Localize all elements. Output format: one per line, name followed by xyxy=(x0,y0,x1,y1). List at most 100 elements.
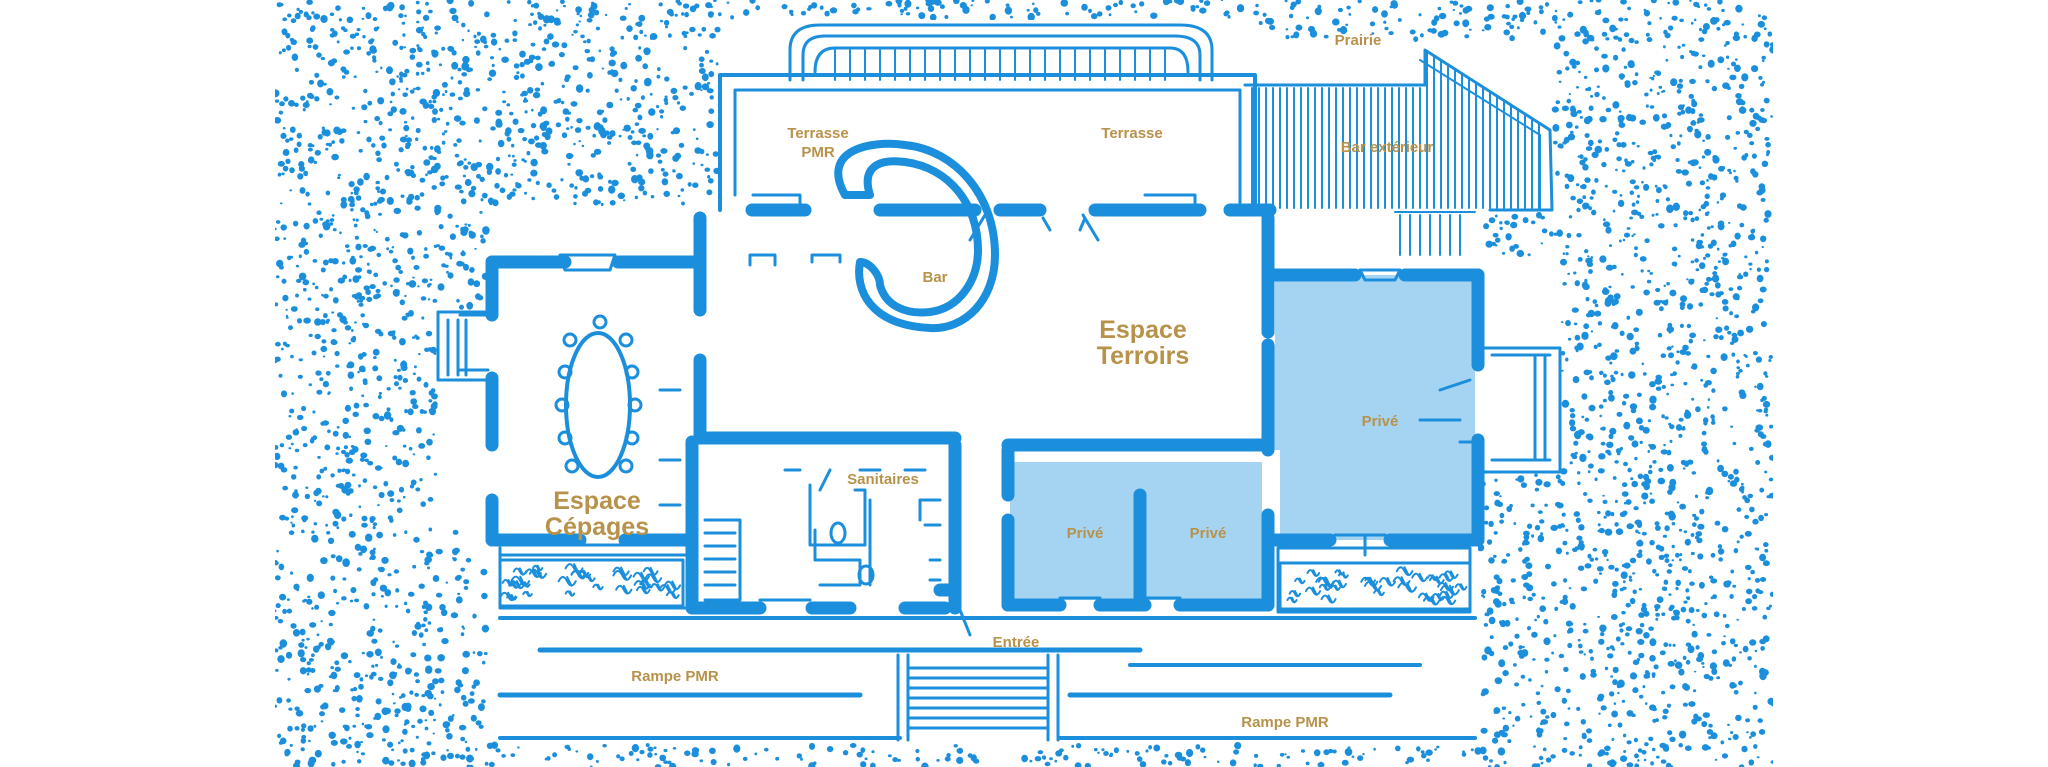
left-balcony[interactable] xyxy=(436,310,492,382)
terrain-dot xyxy=(366,269,371,274)
entrance-stairs[interactable] xyxy=(896,653,1060,742)
terrain-dot xyxy=(1560,468,1568,475)
terrain-dot xyxy=(307,44,312,49)
terrain-dot xyxy=(1113,747,1119,754)
terrain-dot xyxy=(1494,237,1501,243)
interior-stairs[interactable] xyxy=(703,518,742,602)
terrain-dot xyxy=(1621,272,1624,276)
terrain-dot xyxy=(700,89,703,92)
terrain-dot xyxy=(1605,37,1610,41)
terrain-dot xyxy=(434,204,442,212)
terrain-dot xyxy=(313,13,321,20)
building-walls[interactable] xyxy=(485,203,1485,615)
terrain-dot xyxy=(389,417,394,423)
bar-counter[interactable] xyxy=(834,139,999,333)
terrain-dot xyxy=(1526,584,1534,592)
terrain-dot xyxy=(1493,531,1498,535)
terrain-dot xyxy=(1657,477,1666,485)
terrain-dot xyxy=(647,752,653,758)
terrain-dot xyxy=(628,2,632,6)
terrain-dot xyxy=(1622,510,1628,516)
terrain-dot xyxy=(1582,164,1589,171)
terrain-dot xyxy=(915,6,920,10)
terrain-dot xyxy=(289,743,293,747)
terrain-dot xyxy=(357,178,364,186)
terrain-dot xyxy=(1706,354,1711,359)
terrain-dot xyxy=(1727,723,1730,727)
terrain-dot xyxy=(1613,761,1617,765)
terrain-dot xyxy=(1760,646,1765,651)
terrain-dot xyxy=(677,1,682,6)
foliage-mark xyxy=(1363,580,1383,591)
terrain-dot xyxy=(298,358,303,362)
terrain-dot xyxy=(420,501,427,507)
terrain-dot xyxy=(1501,14,1507,19)
conference-table[interactable] xyxy=(554,314,643,479)
terrain-dot xyxy=(1753,744,1758,749)
terrain-dot xyxy=(405,142,412,147)
terrain-dot xyxy=(1754,578,1761,583)
terrain-dot xyxy=(1741,73,1749,82)
terrain-dot xyxy=(553,20,562,26)
terrain-dot xyxy=(561,132,568,139)
terrain-dot xyxy=(1229,759,1237,767)
terrain-dot xyxy=(435,548,443,555)
terrain-dot xyxy=(1704,674,1709,679)
terrain-dot xyxy=(1714,758,1718,761)
terrain-dot xyxy=(524,191,527,195)
terrain-dot xyxy=(1677,254,1681,258)
terrain-dot xyxy=(1153,744,1161,752)
terrain-dot xyxy=(1591,189,1596,195)
terrain-dot xyxy=(348,278,352,283)
terrain-dot xyxy=(1738,764,1745,767)
terrain-dot xyxy=(608,185,616,194)
terrain-dot xyxy=(1345,23,1349,26)
terrain-dot xyxy=(1502,601,1507,607)
terrain-dot xyxy=(275,227,277,231)
terrain-dot xyxy=(512,154,515,158)
terrain-dot xyxy=(842,750,849,756)
terrain-dot xyxy=(378,566,385,573)
terrain-dot xyxy=(1745,325,1754,333)
terrain-dot xyxy=(1755,460,1761,465)
terrain-dot xyxy=(320,15,328,23)
terrain-dot xyxy=(290,354,294,359)
terrain-dot xyxy=(1761,15,1768,21)
terrain-dot xyxy=(409,484,415,489)
terrain-dot xyxy=(1101,748,1105,752)
terrain-dot xyxy=(709,95,714,100)
front-ramps[interactable] xyxy=(497,616,1477,740)
terrain-dot xyxy=(530,4,535,8)
terrain-dot xyxy=(1682,426,1686,429)
terrain-dot xyxy=(1686,597,1690,601)
terrain-dot xyxy=(1470,748,1474,752)
terrain-dot xyxy=(1763,27,1767,31)
terrain-dot xyxy=(422,145,428,151)
terrain-dot xyxy=(1694,258,1699,263)
terrain-dot xyxy=(367,100,373,106)
terrain-dot xyxy=(459,304,464,310)
terrain-dot xyxy=(1584,177,1591,183)
terrain-dot xyxy=(411,116,415,120)
terrain-dot xyxy=(400,360,408,369)
terrain-dot xyxy=(1717,544,1723,549)
terrain-dot xyxy=(707,178,714,184)
terrain-dot xyxy=(1488,616,1496,625)
terrain-dot xyxy=(375,180,381,185)
terrain-dot xyxy=(1096,11,1103,17)
terrain-dot xyxy=(1430,28,1437,34)
terrain-dot xyxy=(354,32,359,37)
terrain-dot xyxy=(936,759,940,762)
right-balcony[interactable] xyxy=(1478,346,1562,474)
terrain-dot xyxy=(1584,563,1592,569)
terrain-dot xyxy=(384,174,390,181)
terrain-dot xyxy=(318,233,323,239)
terrain-dot xyxy=(706,88,714,94)
terrain-dot xyxy=(317,134,323,140)
terrain-dot xyxy=(1285,35,1290,40)
terrain-dot xyxy=(1738,83,1745,90)
terrain-dot xyxy=(1629,403,1638,410)
terrain-dot xyxy=(414,692,420,697)
terrain-dot xyxy=(1683,381,1688,386)
terrain-dot xyxy=(321,339,327,344)
